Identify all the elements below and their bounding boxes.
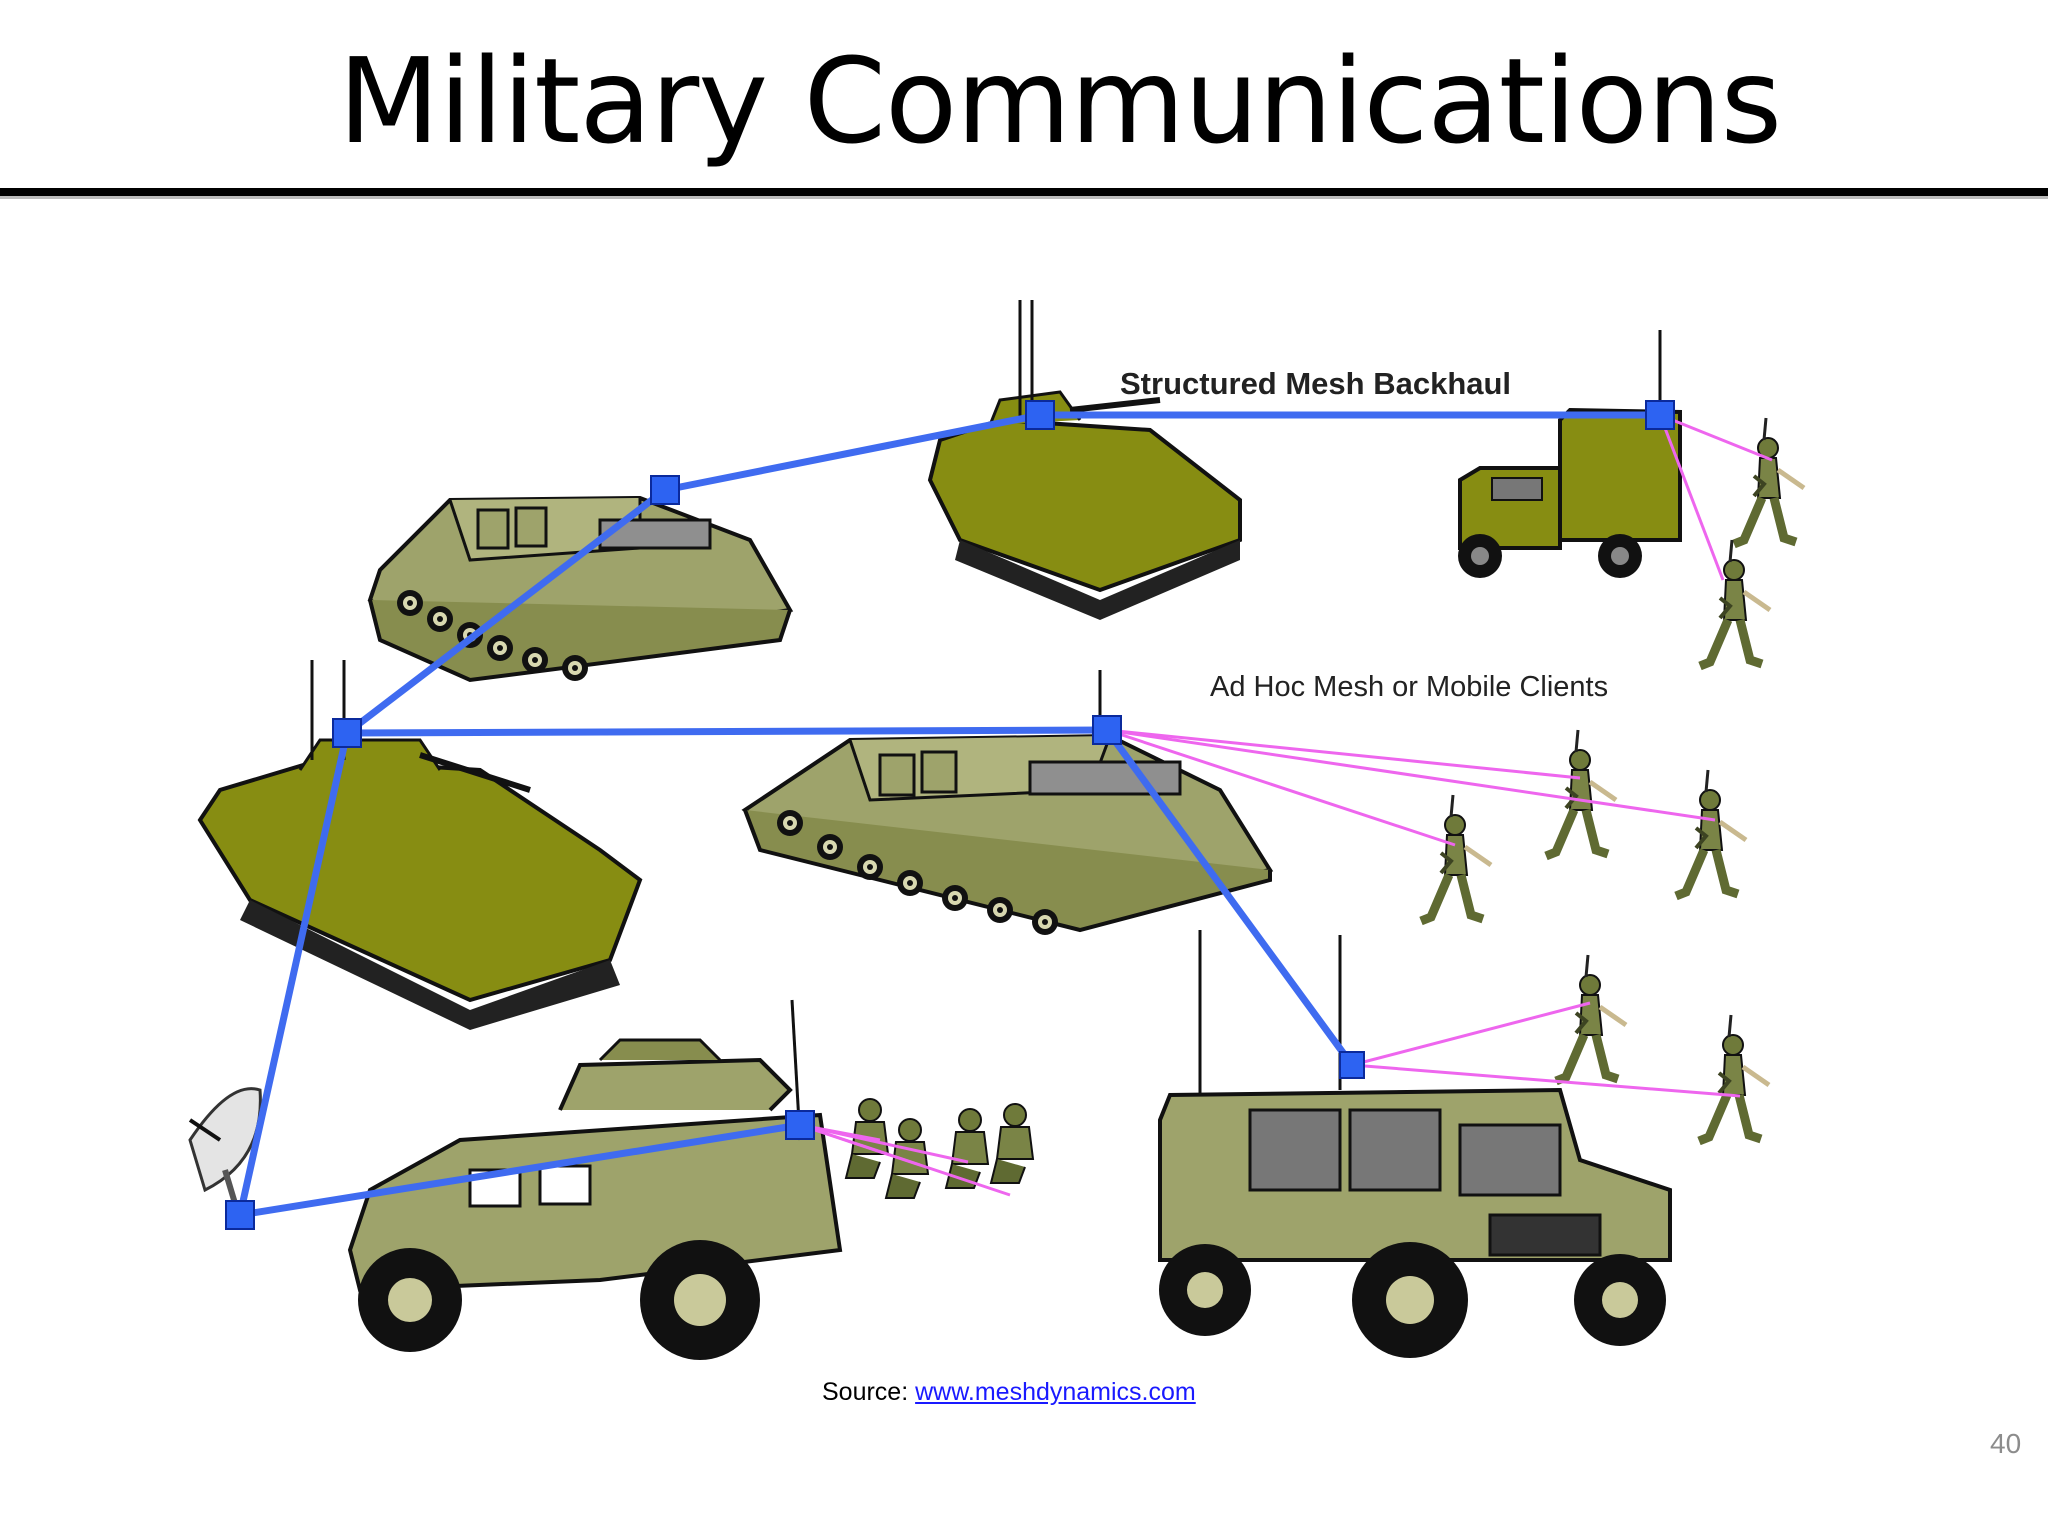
source-label: Source:: [822, 1378, 916, 1406]
mesh-nodes: [225, 400, 1675, 1230]
node-humvee-left: [785, 1110, 815, 1140]
box-truck-top-right: [1458, 330, 1682, 578]
armored-carrier-center: [741, 670, 1274, 935]
ifv-tank-middle-left: [197, 660, 643, 1030]
label-ad-hoc-mesh: Ad Hoc Mesh or Mobile Clients: [1210, 671, 1608, 703]
node-box-truck: [1645, 400, 1675, 430]
link-tank-left-to-carrier-center: [346, 726, 1108, 737]
link-carrier-to-tank-top: [664, 411, 1041, 494]
title-underline: [0, 188, 2048, 196]
ifv-tank-top-middle: [927, 300, 1242, 620]
armored-carrier-upper-left: [367, 495, 794, 683]
node-carrier-upper-left: [650, 475, 680, 505]
client-links: [799, 413, 1773, 1197]
title-underline-shadow: [0, 196, 2048, 199]
page-number: 40: [1990, 1428, 2022, 1459]
link-carrier-center-to-humvee-right: [1104, 727, 1355, 1068]
source-link[interactable]: www.meshdynamics.com: [915, 1378, 1196, 1406]
link-tank-left-to-dish: [236, 732, 351, 1216]
source-citation: Source: www.meshdynamics.com: [822, 1378, 1196, 1407]
link-carrier-to-tank-left: [344, 487, 668, 736]
link-dish-to-humvee-left: [239, 1121, 801, 1219]
backhaul-links: [236, 411, 1660, 1219]
node-carrier-center: [1092, 715, 1122, 745]
label-structured-mesh-backhaul: Structured Mesh Backhaul: [1120, 366, 1511, 401]
node-dish: [225, 1200, 255, 1230]
humvee-launcher-bottom-left: [347, 999, 843, 1360]
node-tank-top: [1025, 400, 1055, 430]
humvee-bottom-right: [1158, 930, 1672, 1358]
node-humvee-right: [1339, 1051, 1365, 1079]
slide-title: Military Communications: [338, 32, 1782, 170]
node-tank-left: [332, 718, 362, 748]
